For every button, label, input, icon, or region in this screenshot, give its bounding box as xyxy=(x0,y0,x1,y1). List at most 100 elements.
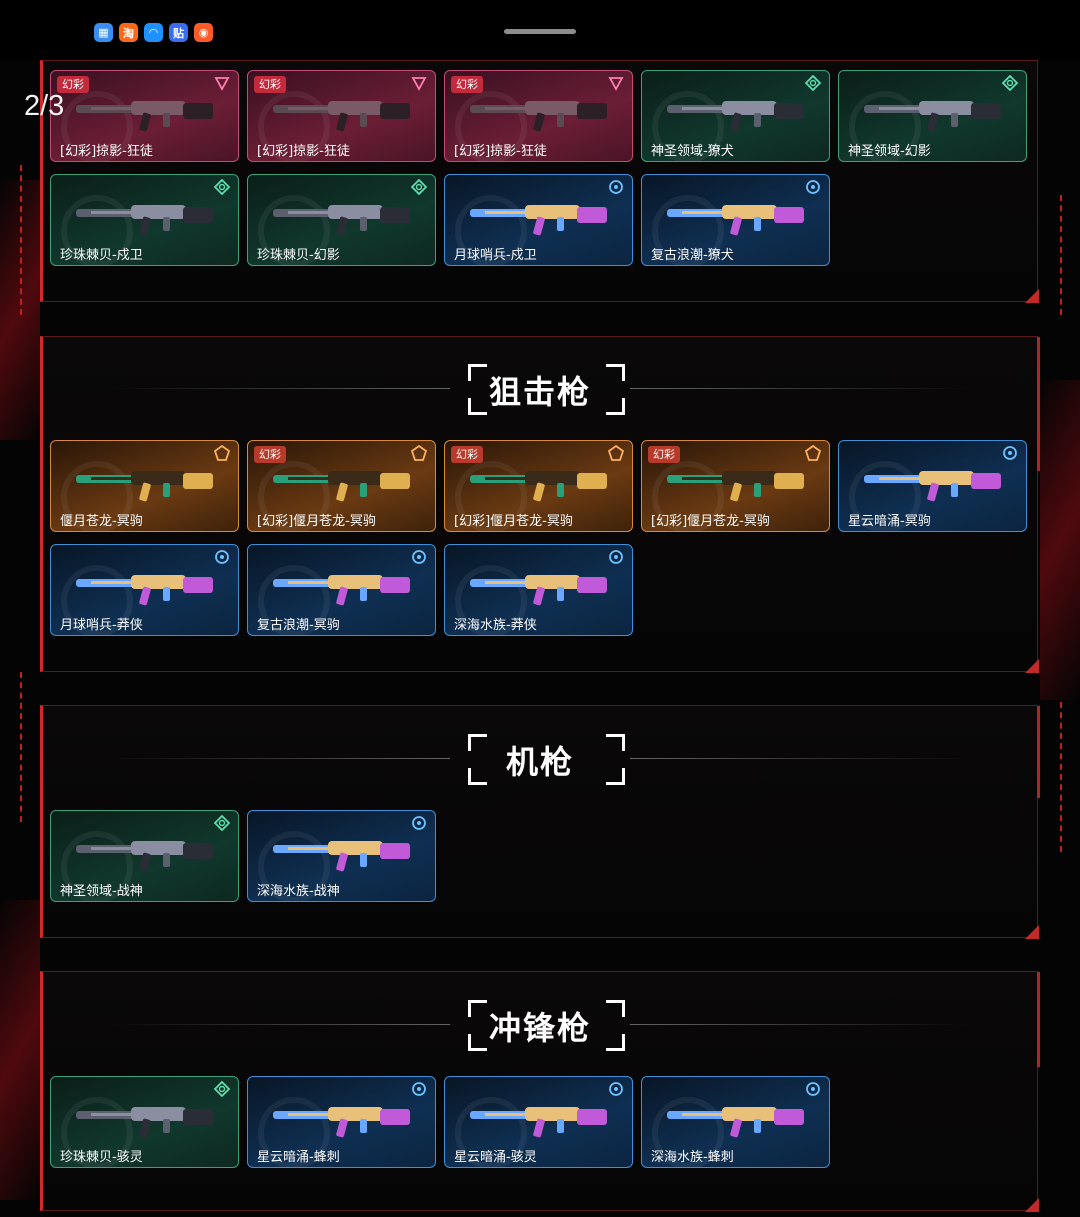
weapon-skin-name: 复古浪潮-冥驹 xyxy=(257,618,340,633)
drag-handle[interactable] xyxy=(504,29,576,34)
tieba-icon: 贴 xyxy=(169,23,188,42)
rarity-tier-icon xyxy=(1003,446,1017,460)
weapon-skin-card[interactable]: 幻彩[幻彩]偃月苍龙-冥驹 xyxy=(641,440,830,532)
rarity-tier-icon xyxy=(608,77,624,91)
notification-icons: ▦淘◠贴◉ xyxy=(94,23,213,42)
side-dash-right xyxy=(1060,702,1066,852)
weapon-skin-card[interactable]: 复古浪潮-獠犬 xyxy=(641,174,830,266)
card-emblem xyxy=(258,1097,330,1167)
card-emblem xyxy=(652,195,724,265)
weapon-skin-name: 深海水族-蜂刺 xyxy=(651,1150,734,1165)
weapon-skin-card[interactable]: 神圣领域-獠犬 xyxy=(641,70,830,162)
weapon-image xyxy=(273,205,410,236)
weapon-skin-name: 珍珠棘贝-戍卫 xyxy=(60,248,143,263)
weapon-skin-name: 星云暗涌-蜂刺 xyxy=(257,1150,340,1165)
rarity-tier-icon xyxy=(806,1082,820,1096)
weapon-skin-name: 深海水族-莽侠 xyxy=(454,618,537,633)
weapon-image xyxy=(470,471,607,502)
weapon-skin-card[interactable]: 幻彩[幻彩]掠影-狂徒 xyxy=(444,70,633,162)
weapon-image xyxy=(273,575,410,606)
background-streak xyxy=(0,900,40,1200)
title-bracket xyxy=(606,1034,625,1051)
title-divider-left xyxy=(110,758,450,759)
weapon-skin-card[interactable]: 幻彩[幻彩]偃月苍龙-冥驹 xyxy=(444,440,633,532)
app-icon-5: ◉ xyxy=(194,23,213,42)
variant-badge: 幻彩 xyxy=(254,76,286,93)
card-emblem xyxy=(455,565,527,635)
weapon-image xyxy=(76,841,213,872)
weapon-skin-card[interactable]: 珍珠棘贝-戍卫 xyxy=(50,174,239,266)
weapon-image xyxy=(470,205,607,236)
title-bracket xyxy=(468,398,487,415)
rarity-tier-icon xyxy=(214,77,230,91)
weapon-skin-card[interactable]: 神圣领域-幻影 xyxy=(838,70,1027,162)
weapon-skin-card[interactable]: 珍珠棘贝-骇灵 xyxy=(50,1076,239,1168)
side-dash-left xyxy=(20,165,26,315)
title-bracket xyxy=(468,364,487,381)
weapon-image xyxy=(470,1107,607,1138)
weapon-image xyxy=(76,101,213,132)
section-title: 狙击枪 xyxy=(488,373,591,411)
rarity-tier-icon xyxy=(1002,75,1018,91)
weapon-skin-name: 偃月苍龙-冥驹 xyxy=(60,514,143,529)
weapon-skin-card[interactable]: 幻彩[幻彩]偃月苍龙-冥驹 xyxy=(247,440,436,532)
title-bracket xyxy=(468,1000,487,1017)
title-divider-right xyxy=(630,1024,970,1025)
weapon-skin-card[interactable]: 月球哨兵-戍卫 xyxy=(444,174,633,266)
variant-badge: 幻彩 xyxy=(57,76,89,93)
weapon-image xyxy=(470,101,607,132)
card-emblem xyxy=(258,91,330,161)
weapon-skin-card[interactable]: 神圣领域-战神 xyxy=(50,810,239,902)
weapon-image xyxy=(667,1107,804,1138)
weapon-image xyxy=(273,101,410,132)
title-bracket xyxy=(468,1034,487,1051)
weapon-skin-card[interactable]: 深海水族-蜂刺 xyxy=(641,1076,830,1168)
card-emblem xyxy=(652,1097,724,1167)
section-title: 冲锋枪 xyxy=(488,1009,591,1047)
weapon-image xyxy=(273,1107,410,1138)
weapon-skin-card[interactable]: 深海水族-战神 xyxy=(247,810,436,902)
weapon-skin-card[interactable]: 月球哨兵-莽侠 xyxy=(50,544,239,636)
rarity-tier-icon xyxy=(608,445,624,461)
title-bracket xyxy=(606,364,625,381)
rarity-tier-icon xyxy=(214,815,230,831)
weapon-skin-name: 神圣领域-獠犬 xyxy=(651,144,734,159)
weapon-skin-card[interactable]: 幻彩[幻彩]掠影-狂徒 xyxy=(50,70,239,162)
card-emblem xyxy=(849,91,921,161)
title-divider-right xyxy=(630,388,970,389)
status-bar: ▦淘◠贴◉ xyxy=(0,0,1080,60)
weapon-image xyxy=(667,471,804,502)
weapon-skin-name: [幻彩]偃月苍龙-冥驹 xyxy=(257,514,376,529)
weapon-image xyxy=(76,471,213,502)
weapon-image xyxy=(76,1107,213,1138)
weapon-skin-name: 深海水族-战神 xyxy=(257,884,340,899)
weapon-skin-card[interactable]: 幻彩 [幻彩]掠影-狂徒 xyxy=(247,70,436,162)
side-dash-right xyxy=(1060,195,1066,315)
weapon-skin-card[interactable]: 复古浪潮-冥驹 xyxy=(247,544,436,636)
card-emblem xyxy=(455,195,527,265)
weapon-skin-card[interactable]: 星云暗涌-骇灵 xyxy=(444,1076,633,1168)
weapon-skin-name: 星云暗涌-冥驹 xyxy=(848,514,931,529)
rarity-tier-icon xyxy=(609,1082,623,1096)
weapon-image xyxy=(864,101,1001,132)
card-emblem xyxy=(61,1097,133,1167)
rarity-tier-icon xyxy=(609,550,623,564)
weapon-skin-name: [幻彩]掠影-狂徒 xyxy=(257,144,350,159)
variant-badge: 幻彩 xyxy=(648,446,680,463)
weapon-skin-card[interactable]: 偃月苍龙-冥驹 xyxy=(50,440,239,532)
background-streak xyxy=(1040,380,1080,700)
weapon-skin-card[interactable]: 珍珠棘贝-幻影 xyxy=(247,174,436,266)
rarity-tier-icon xyxy=(214,445,230,461)
weapon-skin-name: 月球哨兵-莽侠 xyxy=(60,618,143,633)
rarity-tier-icon xyxy=(411,179,427,195)
weapon-skin-name: 神圣领域-战神 xyxy=(60,884,143,899)
title-bracket xyxy=(606,398,625,415)
rarity-tier-icon xyxy=(412,816,426,830)
rarity-tier-icon xyxy=(805,445,821,461)
app-icon-1: ▦ xyxy=(94,23,113,42)
card-emblem xyxy=(61,831,133,901)
card-emblem xyxy=(61,565,133,635)
weapon-skin-card[interactable]: 星云暗涌-蜂刺 xyxy=(247,1076,436,1168)
weapon-skin-card[interactable]: 星云暗涌-冥驹 xyxy=(838,440,1027,532)
weapon-skin-card[interactable]: 深海水族-莽侠 xyxy=(444,544,633,636)
